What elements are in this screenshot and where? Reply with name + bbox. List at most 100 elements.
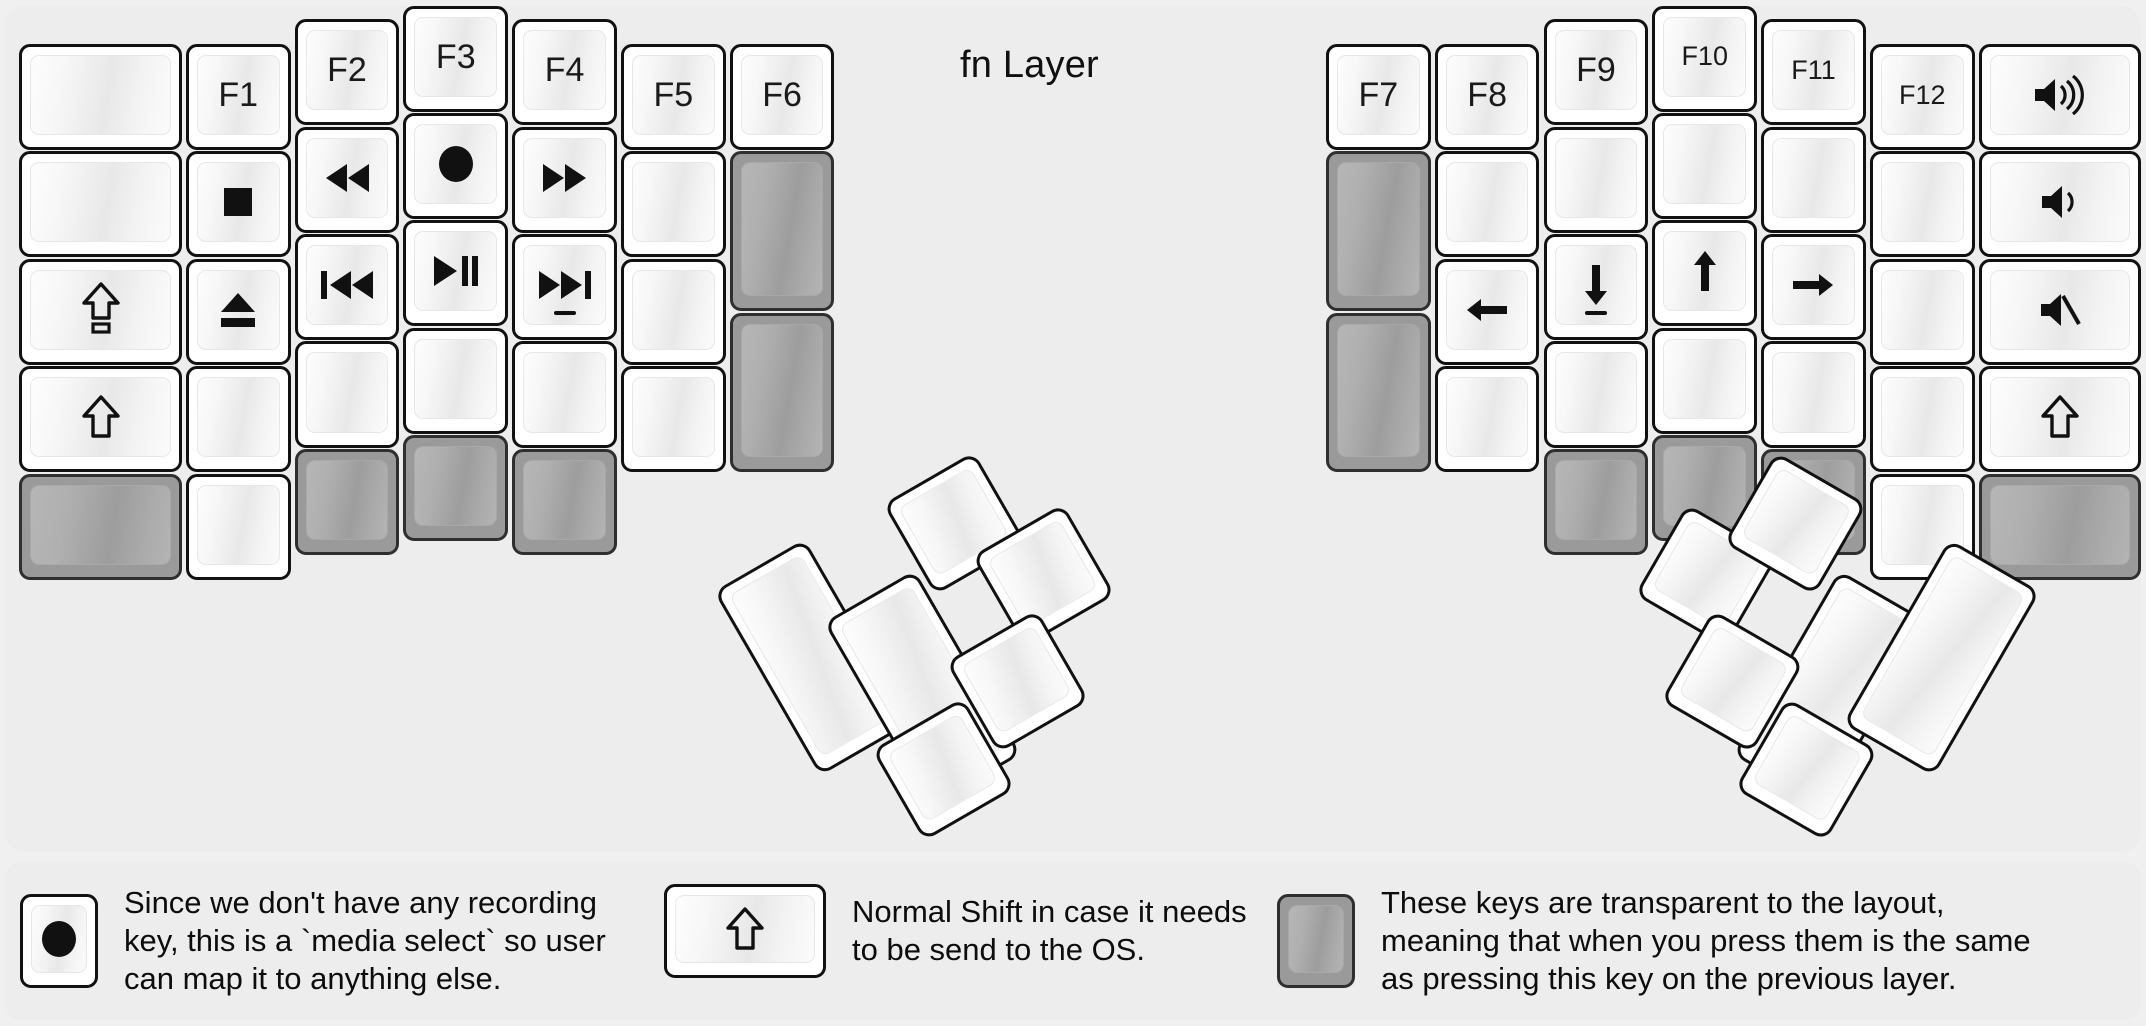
keycap-surface <box>414 338 498 419</box>
keycap-surface: F5 <box>632 55 715 136</box>
key-left-f3[interactable]: F3 <box>403 5 509 112</box>
key-right-arrow-right[interactable] <box>1761 234 1866 341</box>
key-left-r4-c3[interactable] <box>403 327 509 434</box>
key-left-next-track[interactable] <box>512 234 617 341</box>
key-right-r4-c5[interactable] <box>1869 366 1975 473</box>
keycap-surface <box>675 895 815 963</box>
key-right-volume-down[interactable] <box>1978 151 2142 258</box>
key-right-volume-up[interactable] <box>1978 44 2142 151</box>
legend-transparent-key[interactable] <box>1277 893 1355 988</box>
keycap-surface <box>1445 162 1529 243</box>
key-right-r5-c5[interactable] <box>1869 473 1975 580</box>
keycap-surface <box>1772 352 1855 433</box>
key-left-r5-c0-transparent[interactable] <box>19 473 182 580</box>
key-right-inner-lower-transparent[interactable] <box>1326 312 1431 473</box>
key-label: F5 <box>653 76 694 115</box>
key-right-r4-c1[interactable] <box>1434 366 1540 473</box>
key-left-record[interactable] <box>403 112 509 219</box>
key-right-r2-c1[interactable] <box>1434 151 1540 258</box>
key-right-mute[interactable] <box>1978 258 2142 365</box>
key-right-shift[interactable] <box>1978 366 2142 473</box>
keycap-surface: F2 <box>305 30 389 111</box>
key-right-f10[interactable]: F10 <box>1652 5 1758 112</box>
key-right-f9[interactable]: F9 <box>1543 19 1649 126</box>
keycap-surface: F9 <box>1554 30 1638 111</box>
key-left-f5[interactable]: F5 <box>621 44 726 151</box>
key-left-f4[interactable]: F4 <box>512 19 617 126</box>
key-right-f7[interactable]: F7 <box>1326 44 1431 151</box>
key-left-prev-track[interactable] <box>294 234 400 341</box>
key-right-f11[interactable]: F11 <box>1761 19 1866 126</box>
key-left-r2-c0[interactable] <box>19 151 182 258</box>
keycap-surface <box>196 162 280 243</box>
page-title: fn Layer <box>960 44 1099 86</box>
key-left-r4-c0-shift[interactable] <box>19 366 182 473</box>
key-right-r2-c2[interactable] <box>1543 126 1649 233</box>
keycap-surface <box>1663 123 1747 204</box>
key-left-f6[interactable]: F6 <box>729 44 835 151</box>
keycap-surface <box>196 484 280 565</box>
arrow-right-icon <box>1790 270 1836 300</box>
keycap-surface <box>305 459 389 540</box>
key-right-r5-outer-transparent[interactable] <box>1978 473 2142 580</box>
key-right-r2-c4[interactable] <box>1761 126 1866 233</box>
key-left-fast-forward[interactable] <box>512 126 617 233</box>
key-left-r4-c1[interactable] <box>185 366 291 473</box>
key-left-inner-upper-transparent[interactable] <box>729 151 835 312</box>
keycap-surface: F1 <box>196 55 280 136</box>
legend-shift-key[interactable] <box>664 884 826 978</box>
key-right-r4-c3[interactable] <box>1652 327 1758 434</box>
key-left-r5-c2-transparent[interactable] <box>294 448 400 555</box>
legend-transparent: These keys are transparent to the layout… <box>1277 884 2031 997</box>
next-track-icon <box>536 268 594 302</box>
key-right-r4-c4[interactable] <box>1761 341 1866 448</box>
key-right-r2-c3[interactable] <box>1652 112 1758 219</box>
key-left-r4-c2[interactable] <box>294 341 400 448</box>
keycap-surface: F12 <box>1880 55 1964 136</box>
key-right-arrow-down[interactable] <box>1543 234 1649 341</box>
keycap-surface <box>523 245 606 326</box>
key-right-r4-c2[interactable] <box>1543 341 1649 448</box>
key-left-f1[interactable]: F1 <box>185 44 291 151</box>
keycap-surface <box>305 137 389 218</box>
legend-record-key[interactable] <box>20 893 98 988</box>
key-label: F2 <box>327 51 367 90</box>
key-left-r1-c0[interactable] <box>19 44 182 151</box>
volume-up-icon <box>2031 75 2089 116</box>
key-left-f2[interactable]: F2 <box>294 19 400 126</box>
key-right-arrow-left[interactable] <box>1434 258 1540 365</box>
key-right-r2-c5[interactable] <box>1869 151 1975 258</box>
key-right-f8[interactable]: F8 <box>1434 44 1540 151</box>
keycap-surface <box>414 231 498 312</box>
keycap-surface <box>1663 338 1747 419</box>
key-left-inner-lower-transparent[interactable] <box>729 312 835 473</box>
legend-record-text: Since we don't have any recording key, t… <box>124 885 606 996</box>
keycap-surface <box>30 55 171 136</box>
key-right-r3-c5[interactable] <box>1869 258 1975 365</box>
key-right-f12[interactable]: F12 <box>1869 44 1975 151</box>
keycap-surface <box>632 377 715 458</box>
key-label: F12 <box>1899 79 1946 110</box>
key-left-r5-c3-transparent[interactable] <box>403 435 509 542</box>
key-left-r5-c1[interactable] <box>185 473 291 580</box>
key-left-r2-c5[interactable] <box>621 151 726 258</box>
keycap-surface <box>740 162 824 297</box>
keycap-surface <box>1445 377 1529 458</box>
legend-panel <box>6 862 2140 1020</box>
home-row-marker <box>1584 311 1607 316</box>
key-right-arrow-up[interactable] <box>1652 220 1758 327</box>
key-left-r5-c4-transparent[interactable] <box>512 448 617 555</box>
key-left-eject[interactable] <box>185 258 291 365</box>
key-right-inner-upper-transparent[interactable] <box>1326 151 1431 312</box>
key-left-stop[interactable] <box>185 151 291 258</box>
key-left-rewind[interactable] <box>294 126 400 233</box>
key-left-r4-c5[interactable] <box>621 366 726 473</box>
key-left-r4-c4[interactable] <box>512 341 617 448</box>
key-right-r5-c2-transparent[interactable] <box>1543 448 1649 555</box>
keycap-surface <box>1880 162 1964 243</box>
keycap-surface <box>1663 231 1747 312</box>
key-left-play-pause[interactable] <box>403 220 509 327</box>
shift-icon <box>81 394 121 440</box>
key-left-r3-c5[interactable] <box>621 258 726 365</box>
key-left-r3-c0-capslock[interactable] <box>19 258 182 365</box>
